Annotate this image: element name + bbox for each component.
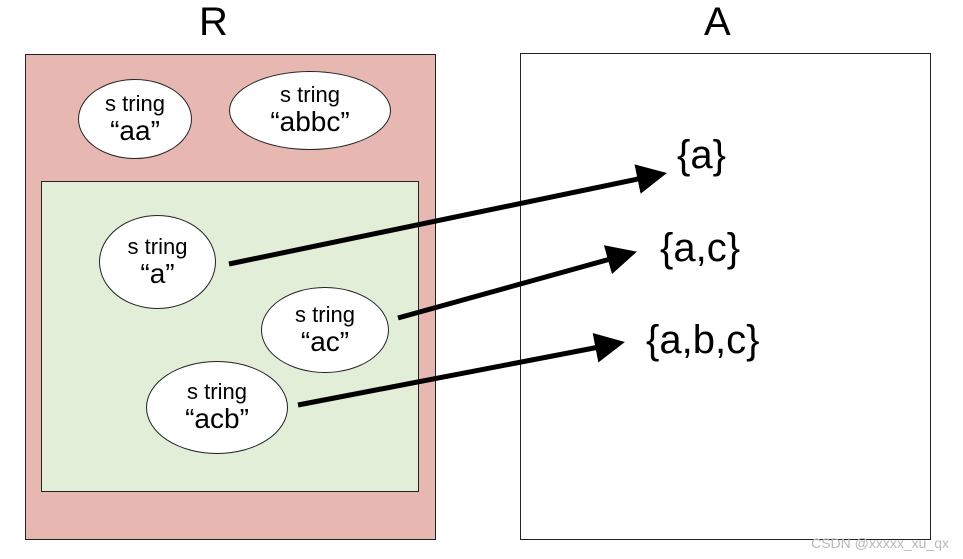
string-abbc-value: “abbc” [270,106,350,138]
set-abc-label: {a,b,c} [646,318,760,362]
string-abbc-node: s tring “abbc” [229,71,391,150]
left-title: R [199,0,228,44]
string-ac-node: s tring “ac” [261,287,389,373]
arrow-a-to-set-a [228,164,667,267]
string-a-type: s tring [127,233,188,259]
a-set-box [520,53,931,540]
set-a-label: {a} [677,133,726,177]
string-a-node: s tring “a” [99,215,216,309]
arrow-acb-to-set-abc [297,332,625,408]
string-aa-type: s tring [105,90,165,116]
set-ac-label: {a,c} [660,226,741,270]
string-a-value: “a” [140,257,175,289]
right-title: A [704,0,731,44]
arrow-ac-to-set-ac [397,245,637,321]
string-ac-value: “ac” [300,325,350,357]
string-acb-value: “acb” [185,403,249,435]
string-acb-type: s tring [187,379,247,404]
string-aa-value: “aa” [110,114,160,146]
string-aa-node: s tring “aa” [78,79,192,159]
string-abbc-type: s tring [280,82,340,107]
string-acb-node: s tring “acb” [146,361,288,454]
watermark: CSDN @xxxxx_xu_qx [811,535,949,551]
string-ac-type: s tring [295,301,355,327]
